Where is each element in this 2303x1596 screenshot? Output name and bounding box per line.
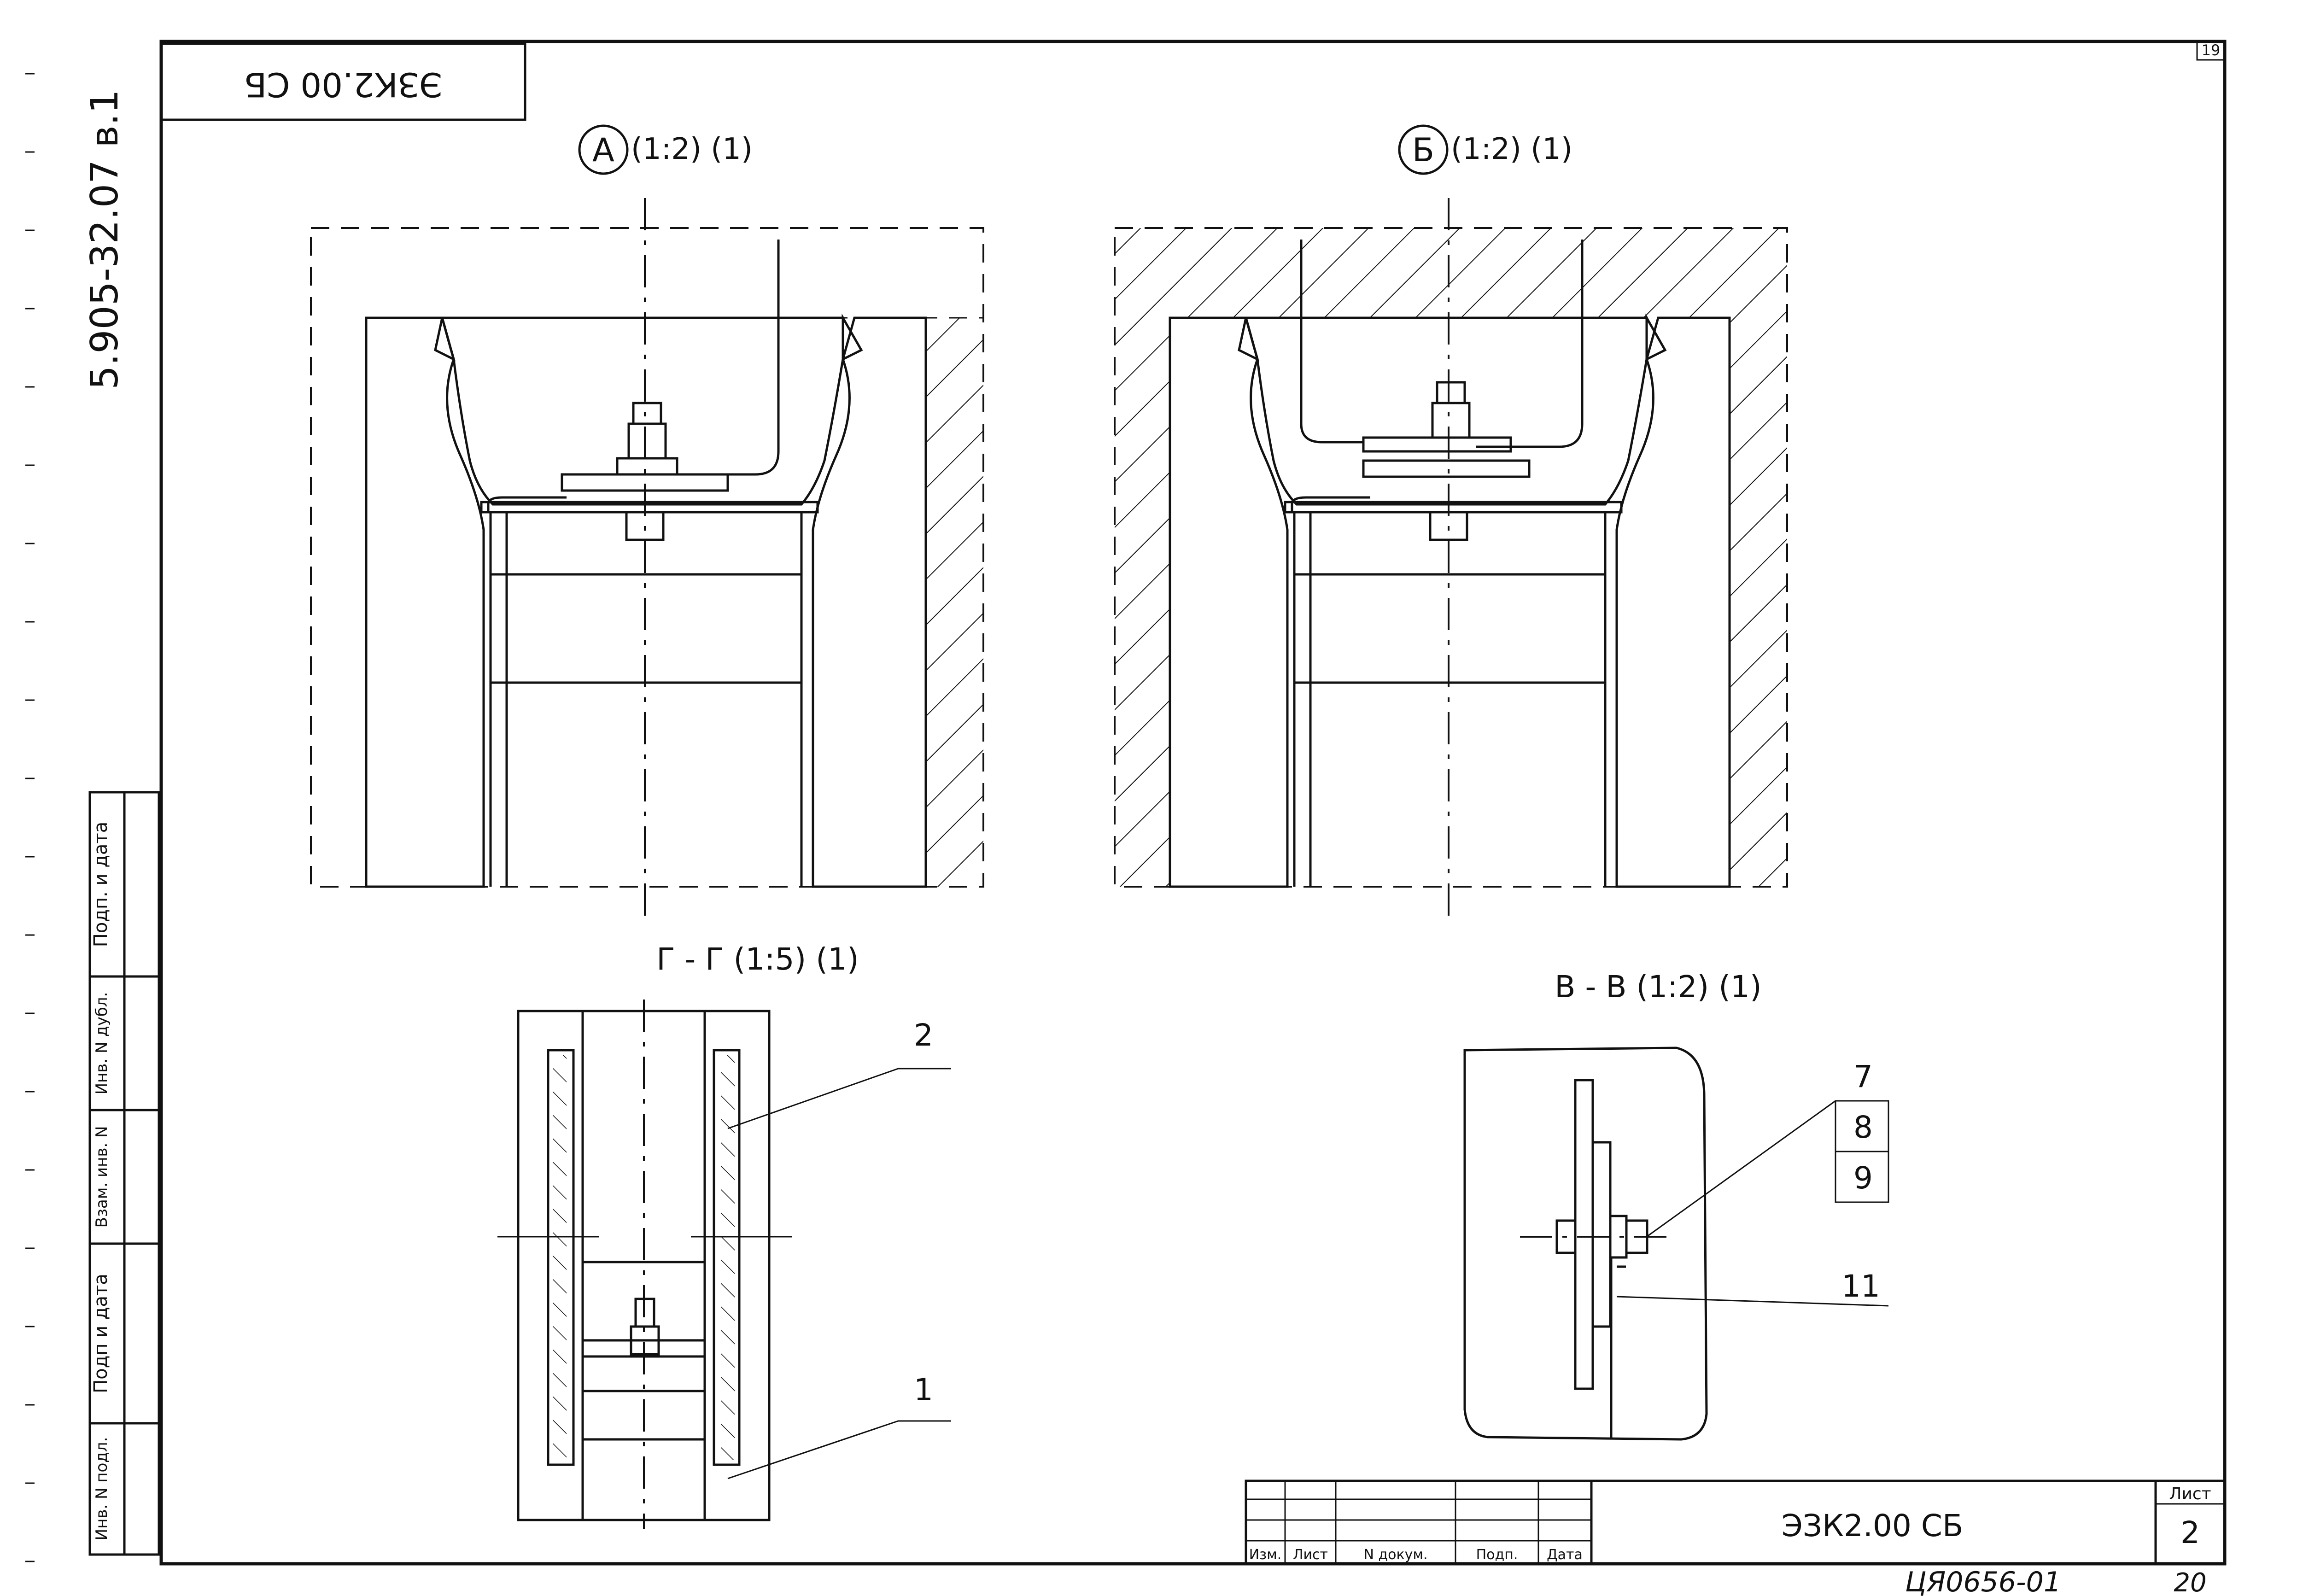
stamp-inv-n-podl: Инв. N подл.: [93, 1437, 111, 1541]
view-a-letter: А: [592, 131, 614, 169]
section-g-title: Г - Г (1:5) (1): [656, 941, 859, 977]
top-stamp-box: [160, 42, 526, 121]
callout-11-label: 11: [1841, 1269, 1880, 1304]
corner-box: [2196, 41, 2226, 61]
view-a-drawing: [310, 198, 984, 917]
callout-1-label: 1: [914, 1372, 933, 1408]
tb-sheet-number: 2: [2180, 1515, 2200, 1550]
handwritten-code: ЦЯ0656-01: [1905, 1566, 2061, 1596]
section-v-title: В - В (1:2) (1): [1555, 969, 1762, 1005]
view-b-label: Б (1:2) (1): [1398, 124, 1572, 175]
stamp-vzam-inv-n: Взам. инв. N: [93, 1126, 111, 1228]
tb-designation: ЭЗК2.00 СБ: [1782, 1508, 1964, 1543]
stamp-inv-n-dubl: Инв. N дубл.: [93, 992, 111, 1095]
tb-sheet-label: Лист: [2169, 1485, 2211, 1503]
doc-code-vertical: 5.905-32.07 в.1: [83, 89, 127, 390]
callout-11: [1616, 1296, 1889, 1307]
callout-1: [727, 1420, 951, 1479]
corner-sheet-number: 19: [2202, 41, 2221, 59]
tb-col-podp: Подп.: [1476, 1547, 1518, 1563]
binding-ticks: [25, 73, 35, 1562]
callout-7-label: 7: [1853, 1059, 1873, 1094]
tb-col-izm: Изм.: [1249, 1547, 1282, 1563]
stamp-podp-i-data-1: Подп. и дата: [90, 822, 111, 947]
callout-2-label: 2: [914, 1017, 933, 1053]
view-b-drawing: [1114, 198, 1788, 917]
top-stamp-text: ЭЗК2.00 СБ: [244, 65, 442, 104]
callout-9-label: 9: [1853, 1160, 1873, 1196]
view-a-label: А (1:2) (1): [578, 124, 753, 175]
view-a-circle: [578, 124, 629, 175]
view-a-scale: (1:2) (1): [631, 132, 753, 166]
left-stamp: [88, 791, 160, 1556]
section-v-drawing: [1463, 1046, 1708, 1441]
callout-2: [727, 1068, 951, 1129]
section-g-drawing: [497, 1000, 792, 1529]
stamp-podp-i-data-2: Подп и дата: [90, 1274, 111, 1393]
callout-7-8-9: [1646, 1100, 1889, 1238]
view-b-scale: (1:2) (1): [1451, 132, 1572, 166]
tb-col-data: Дата: [1547, 1547, 1583, 1563]
tb-col-n-dokum: N докум.: [1363, 1547, 1427, 1563]
view-b-circle: [1398, 124, 1449, 175]
tb-col-list: Лист: [1293, 1547, 1328, 1563]
callout-8-label: 8: [1853, 1110, 1873, 1145]
view-b-letter: Б: [1412, 131, 1434, 169]
title-block-grid: [1245, 1479, 2226, 1565]
handwritten-page: 20: [2174, 1568, 2206, 1596]
